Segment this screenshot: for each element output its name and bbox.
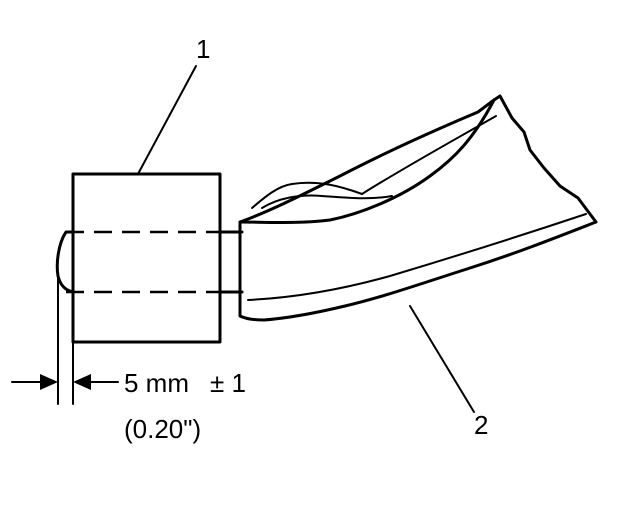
leader-line-1 xyxy=(137,65,197,175)
wire-cable xyxy=(238,94,598,322)
dimension-tolerance: ± 1 xyxy=(210,368,246,398)
callout-1: 1 xyxy=(196,34,210,64)
dimension-value: 5 mm xyxy=(124,368,189,398)
leader-line-2 xyxy=(409,305,475,413)
dimension-arrow-right xyxy=(73,374,119,390)
crimp-sleeve xyxy=(71,172,222,344)
dimension-imperial: (0.20") xyxy=(124,414,201,444)
dimension-arrow-left xyxy=(11,374,58,390)
conductor-tip xyxy=(55,230,75,294)
callout-2: 2 xyxy=(474,410,488,440)
